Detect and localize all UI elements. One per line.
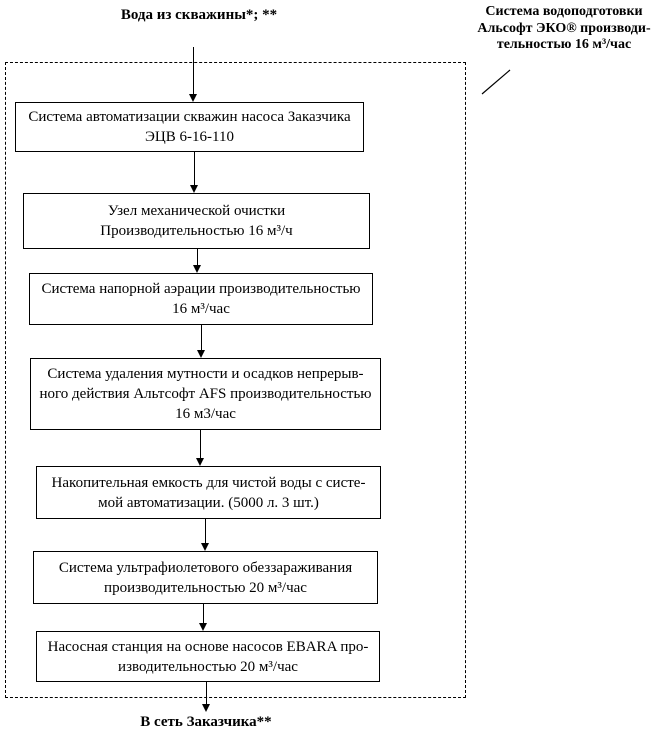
box-line: ного действия Альтсофт AFS производитель… <box>39 386 372 402</box>
box-line: Узел механической очистки <box>107 203 286 219</box>
well-pump-automation-box: Система автоматизации скважин насоса Зак… <box>15 102 364 152</box>
box-line: Система удаления мутности и осадков непр… <box>47 366 364 382</box>
box-line: 16 м³/час <box>172 301 230 317</box>
flow-arrow <box>188 47 197 102</box>
output-label: В сеть Заказчика** <box>140 714 272 730</box>
box-line: изводительностью 20 м³/час <box>118 658 298 675</box>
callout-line: тельностью 16 м³/час <box>496 37 632 52</box>
box-line: ЭЦВ 6-16-110 <box>145 129 234 145</box>
callout-line: Система водоподготовки <box>485 4 643 19</box>
uv-disinfection-box: Система ультрафиолетового обеззараживани… <box>33 551 378 604</box>
box-line: Система автоматизации скважин насоса Зак… <box>28 109 351 125</box>
box-line: мой автоматизации. (5000 л. 3 шт.) <box>98 494 319 511</box>
turbidity-removal-box: Система удаления мутности и осадков непр… <box>30 358 381 430</box>
box-line: 16 м3/час <box>175 406 236 422</box>
pump-station-box: Насосная станция на основе насосов EBARA… <box>36 631 380 682</box>
flow-arrow <box>195 428 204 466</box>
mechanical-filtration-box: Узел механической очистки Производительн… <box>23 193 370 249</box>
box-line: Система напорной аэрации производительно… <box>41 281 361 297</box>
pressure-aeration-box: Система напорной аэрации производительно… <box>29 273 373 325</box>
flow-arrow <box>192 247 201 273</box>
callout-line: Альсофт ЭКО® производи- <box>477 20 651 36</box>
flow-arrow <box>198 602 207 631</box>
box-line: Система ультрафиолетового обеззараживани… <box>58 559 353 576</box>
flow-arrow <box>201 680 210 712</box>
flow-arrow <box>189 150 198 193</box>
source-label: Вода из скважины*; ** <box>120 7 278 23</box>
box-line: производительностью 20 м³/час <box>104 579 307 596</box>
system-callout-label: Система водоподготовки Альсофт ЭКО® прои… <box>468 4 660 54</box>
storage-tank-box: Накопительная емкость для чистой воды с … <box>36 466 381 519</box>
callout-leader-line <box>481 69 511 95</box>
flow-arrow <box>196 323 205 358</box>
system-boundary <box>5 62 466 698</box>
box-line: Производительностью 16 м³/ч <box>100 223 293 239</box>
box-line: Насосная станция на основе насосов EBARA… <box>47 638 369 655</box>
flow-arrow <box>200 517 209 551</box>
box-line: Накопительная емкость для чистой воды с … <box>51 474 366 491</box>
